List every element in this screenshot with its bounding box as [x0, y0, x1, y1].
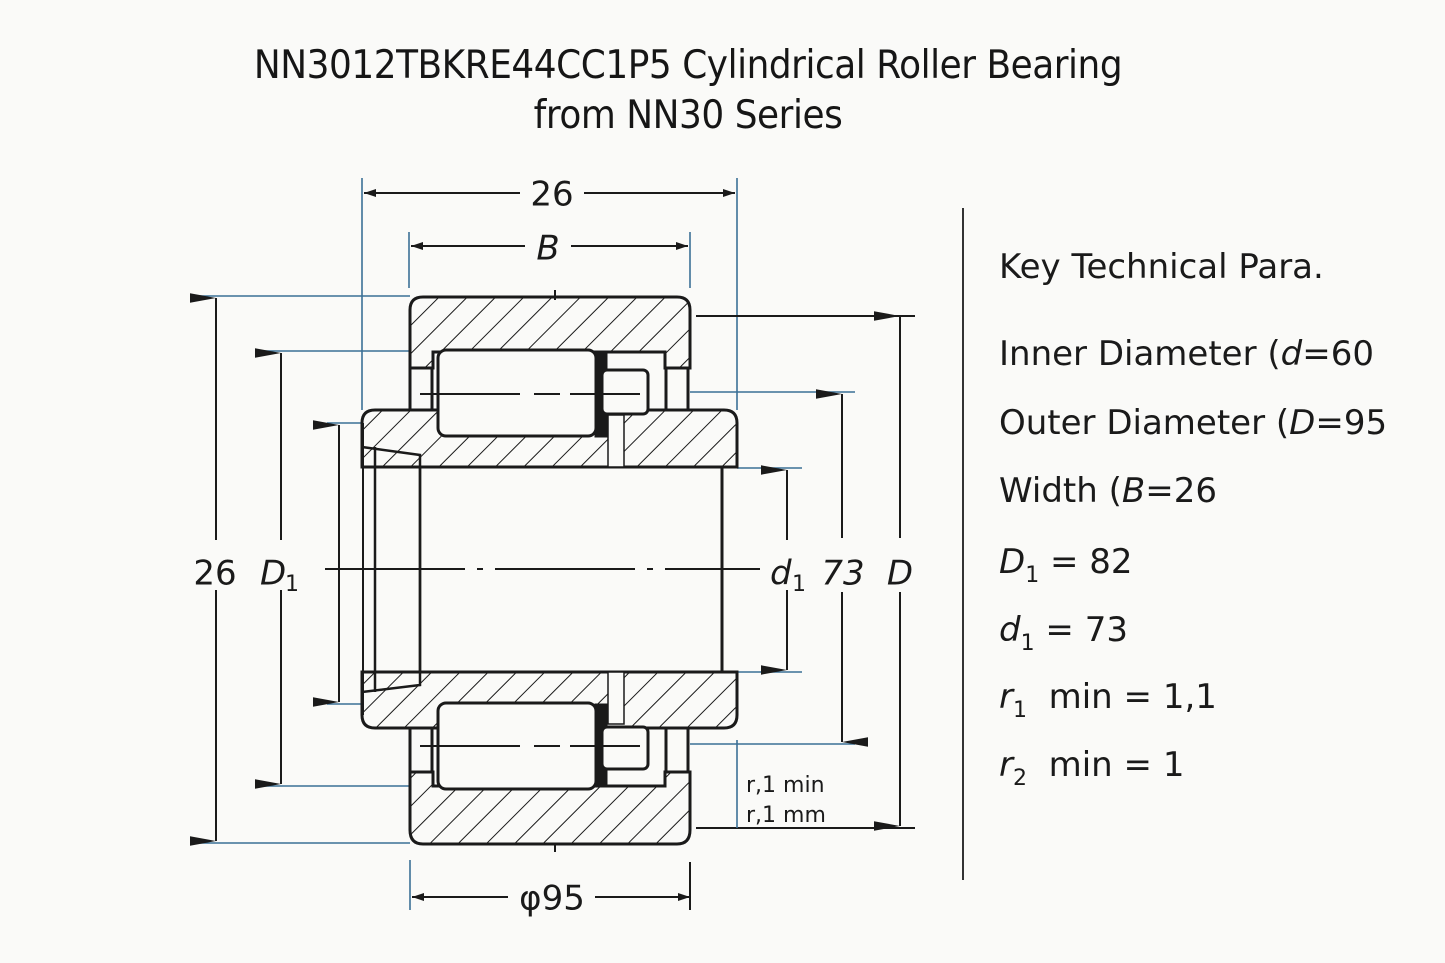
param-inner-diameter: Inner Diameter (d=60 — [999, 334, 1374, 374]
dimension-lines — [190, 189, 915, 910]
param-d1: d1 = 73 — [999, 610, 1128, 656]
param-D1: D1 = 82 — [999, 542, 1133, 588]
roller-top — [408, 348, 690, 438]
dim-label-D1: D 1 — [260, 554, 299, 598]
parameters-heading: Key Technical Para. — [999, 247, 1324, 287]
param-r2-min: r2 min = 1 — [999, 745, 1185, 791]
dim-label-width-b: B — [536, 229, 559, 269]
dim-label-top-width: 26 — [530, 175, 573, 215]
dim-label-73: 73 — [821, 554, 864, 594]
roller-bottom — [408, 701, 690, 791]
dim-label-d1: d 1 — [770, 554, 806, 598]
param-width: Width (B=26 — [999, 471, 1217, 511]
svg-text:D: D — [260, 554, 286, 594]
svg-text:d: d — [770, 554, 792, 594]
radius-note-2: r,1 mm — [746, 803, 826, 828]
dim-label-D: D — [887, 554, 913, 594]
svg-text:1: 1 — [285, 572, 299, 597]
panel-divider — [962, 208, 964, 880]
dim-label-left-26: 26 — [193, 554, 236, 594]
param-outer-diameter: Outer Diameter (D=95 — [999, 403, 1388, 443]
title-line-1: NN3012TBKRE44CC1P5 Cylindrical Roller Be… — [253, 43, 1123, 88]
radius-note-1: r,1 min — [746, 773, 825, 798]
title-line-2: from NN30 Series — [533, 93, 843, 138]
param-r1-min: r1 min = 1,1 — [999, 677, 1217, 723]
svg-text:1: 1 — [792, 572, 806, 597]
dim-label-diameter-95: φ95 — [519, 879, 585, 919]
